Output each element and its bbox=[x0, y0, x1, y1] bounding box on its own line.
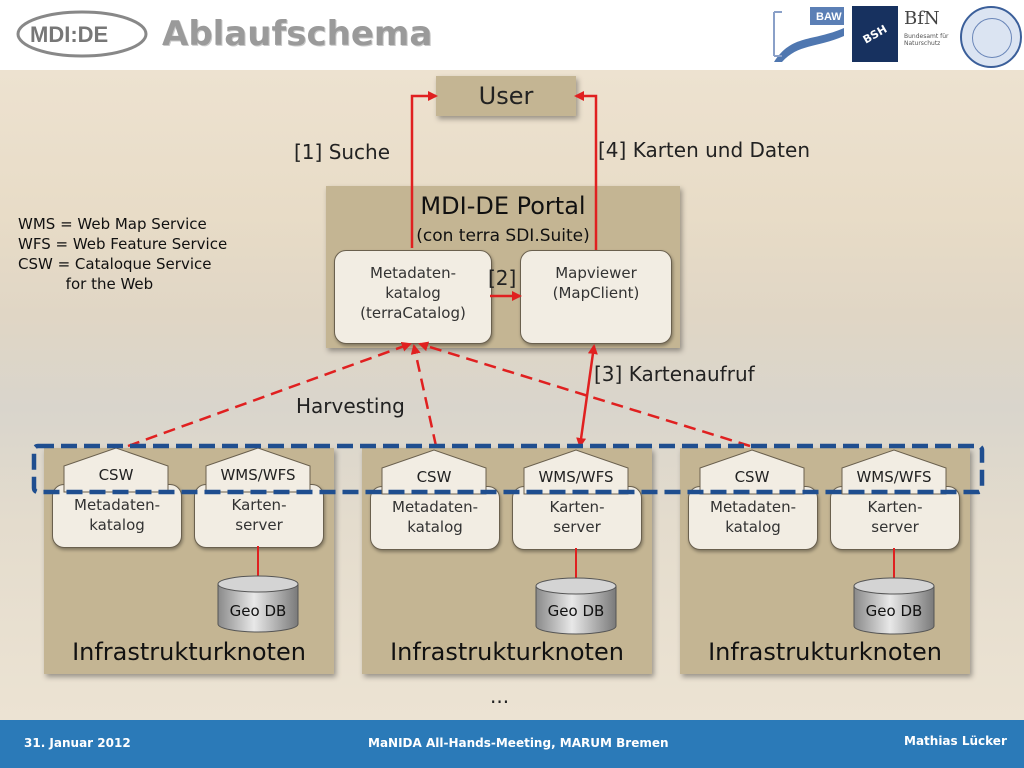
footer-bar bbox=[0, 720, 1024, 768]
portal-viewer-line2: (MapClient) bbox=[552, 284, 640, 302]
harvesting-label: Harvesting bbox=[296, 394, 405, 418]
search-arrow bbox=[410, 91, 438, 248]
node3-metadata-catalog: Metadaten-katalog bbox=[688, 486, 818, 550]
legend-line-csw: CSW = Cataloque Service bbox=[18, 255, 212, 273]
node1-geo-db-label: Geo DB bbox=[229, 602, 287, 620]
node3-wms-label: WMS/WFS bbox=[856, 468, 932, 486]
node3-meta-line2: katalog bbox=[725, 518, 781, 536]
node2-title: Infrastrukturknoten bbox=[390, 638, 624, 666]
node2-geo-db-label: Geo DB bbox=[547, 602, 605, 620]
node2-csw-label: CSW bbox=[416, 468, 452, 486]
node2-wms-label: WMS/WFS bbox=[538, 468, 614, 486]
mdi-de-logo: MDI:DE bbox=[16, 10, 148, 58]
harvest-line-node2 bbox=[410, 344, 438, 447]
node1-meta-line1: Metadaten- bbox=[74, 496, 160, 514]
portal-title: MDI-DE Portal bbox=[420, 192, 586, 220]
legend-line-csw-cont: for the Web bbox=[18, 275, 154, 293]
portal-metadata-catalog: Metadaten- katalog (terraCatalog) bbox=[334, 250, 492, 344]
node1-csw-label: CSW bbox=[98, 466, 134, 484]
portal-mapviewer: Mapviewer (MapClient) bbox=[520, 250, 672, 344]
portal-catalog-line2: katalog bbox=[385, 284, 441, 302]
legend-line-wms: WMS = Web Map Service bbox=[18, 215, 207, 233]
bsh-logo: BSH bbox=[852, 6, 898, 62]
node3-karten-line1: Karten- bbox=[867, 498, 923, 516]
node1-geo-db-icon bbox=[217, 575, 299, 633]
bfn-logo: BfN Bundesamt für Naturschutz bbox=[904, 8, 954, 62]
node3-title: Infrastrukturknoten bbox=[708, 638, 942, 666]
step4-maps-data-label: [4] Karten und Daten bbox=[598, 138, 810, 162]
service-layer-dashed-frame bbox=[31, 443, 985, 495]
page-title: Ablaufschema bbox=[162, 14, 433, 54]
node2-map-server: Karten-server bbox=[512, 486, 642, 550]
footer-author: Mathias Lücker bbox=[904, 734, 1007, 748]
node3-geo-db-label: Geo DB bbox=[865, 602, 923, 620]
step1-search-label: [1] Suche bbox=[294, 140, 391, 164]
step3-map-call-label: [3] Kartenaufruf bbox=[594, 362, 755, 386]
harvest-line-node3 bbox=[418, 341, 751, 448]
portal-catalog-line3: (terraCatalog) bbox=[360, 304, 466, 322]
baw-logo: BAW bbox=[772, 4, 846, 64]
node3-karten-line2: server bbox=[871, 518, 919, 536]
maps-data-arrow bbox=[574, 91, 598, 250]
node1-wms-label: WMS/WFS bbox=[220, 466, 296, 484]
bfn-logo-text: BfN bbox=[904, 8, 940, 29]
footer-event: MaNIDA All-Hands-Meeting, MARUM Bremen bbox=[368, 736, 669, 750]
user-box: User bbox=[436, 76, 576, 116]
baw-logo-text: BAW bbox=[816, 11, 842, 23]
university-seal-logo bbox=[960, 6, 1022, 68]
node2-meta-line1: Metadaten- bbox=[392, 498, 478, 516]
logo-text: MDI:DE bbox=[30, 22, 108, 47]
footer-date: 31. Januar 2012 bbox=[24, 736, 131, 750]
node1-meta-line2: katalog bbox=[89, 516, 145, 534]
node3-geo-db-icon bbox=[853, 577, 935, 635]
node2-meta-line2: katalog bbox=[407, 518, 463, 536]
abbreviation-legend: WMS = Web Map Service WFS = Web Feature … bbox=[18, 214, 227, 294]
node2-karten-line1: Karten- bbox=[549, 498, 605, 516]
node2-geo-db-icon bbox=[535, 577, 617, 635]
harvest-line-node1 bbox=[127, 342, 412, 448]
portal-viewer-line1: Mapviewer bbox=[555, 264, 637, 282]
node2-karten-line2: server bbox=[553, 518, 601, 536]
node1-wms-tag bbox=[205, 447, 311, 493]
node1-map-server: Karten-server bbox=[194, 484, 324, 548]
node1-karten-line2: server bbox=[235, 516, 283, 534]
node1-title: Infrastrukturknoten bbox=[72, 638, 306, 666]
bfn-logo-subtext: Bundesamt für Naturschutz bbox=[904, 33, 949, 47]
more-nodes-ellipsis: ... bbox=[490, 684, 510, 708]
node1-karten-line1: Karten- bbox=[231, 496, 287, 514]
node2-metadata-catalog: Metadaten-katalog bbox=[370, 486, 500, 550]
node3-meta-line1: Metadaten- bbox=[710, 498, 796, 516]
node3-map-server: Karten-server bbox=[830, 486, 960, 550]
step2-label: [2] bbox=[488, 266, 517, 290]
portal-subtitle: (con terra SDI.Suite) bbox=[416, 226, 590, 246]
portal-catalog-line1: Metadaten- bbox=[370, 264, 456, 282]
legend-line-wfs: WFS = Web Feature Service bbox=[18, 235, 228, 253]
node3-csw-label: CSW bbox=[734, 468, 770, 486]
map-call-arrow bbox=[576, 344, 598, 448]
